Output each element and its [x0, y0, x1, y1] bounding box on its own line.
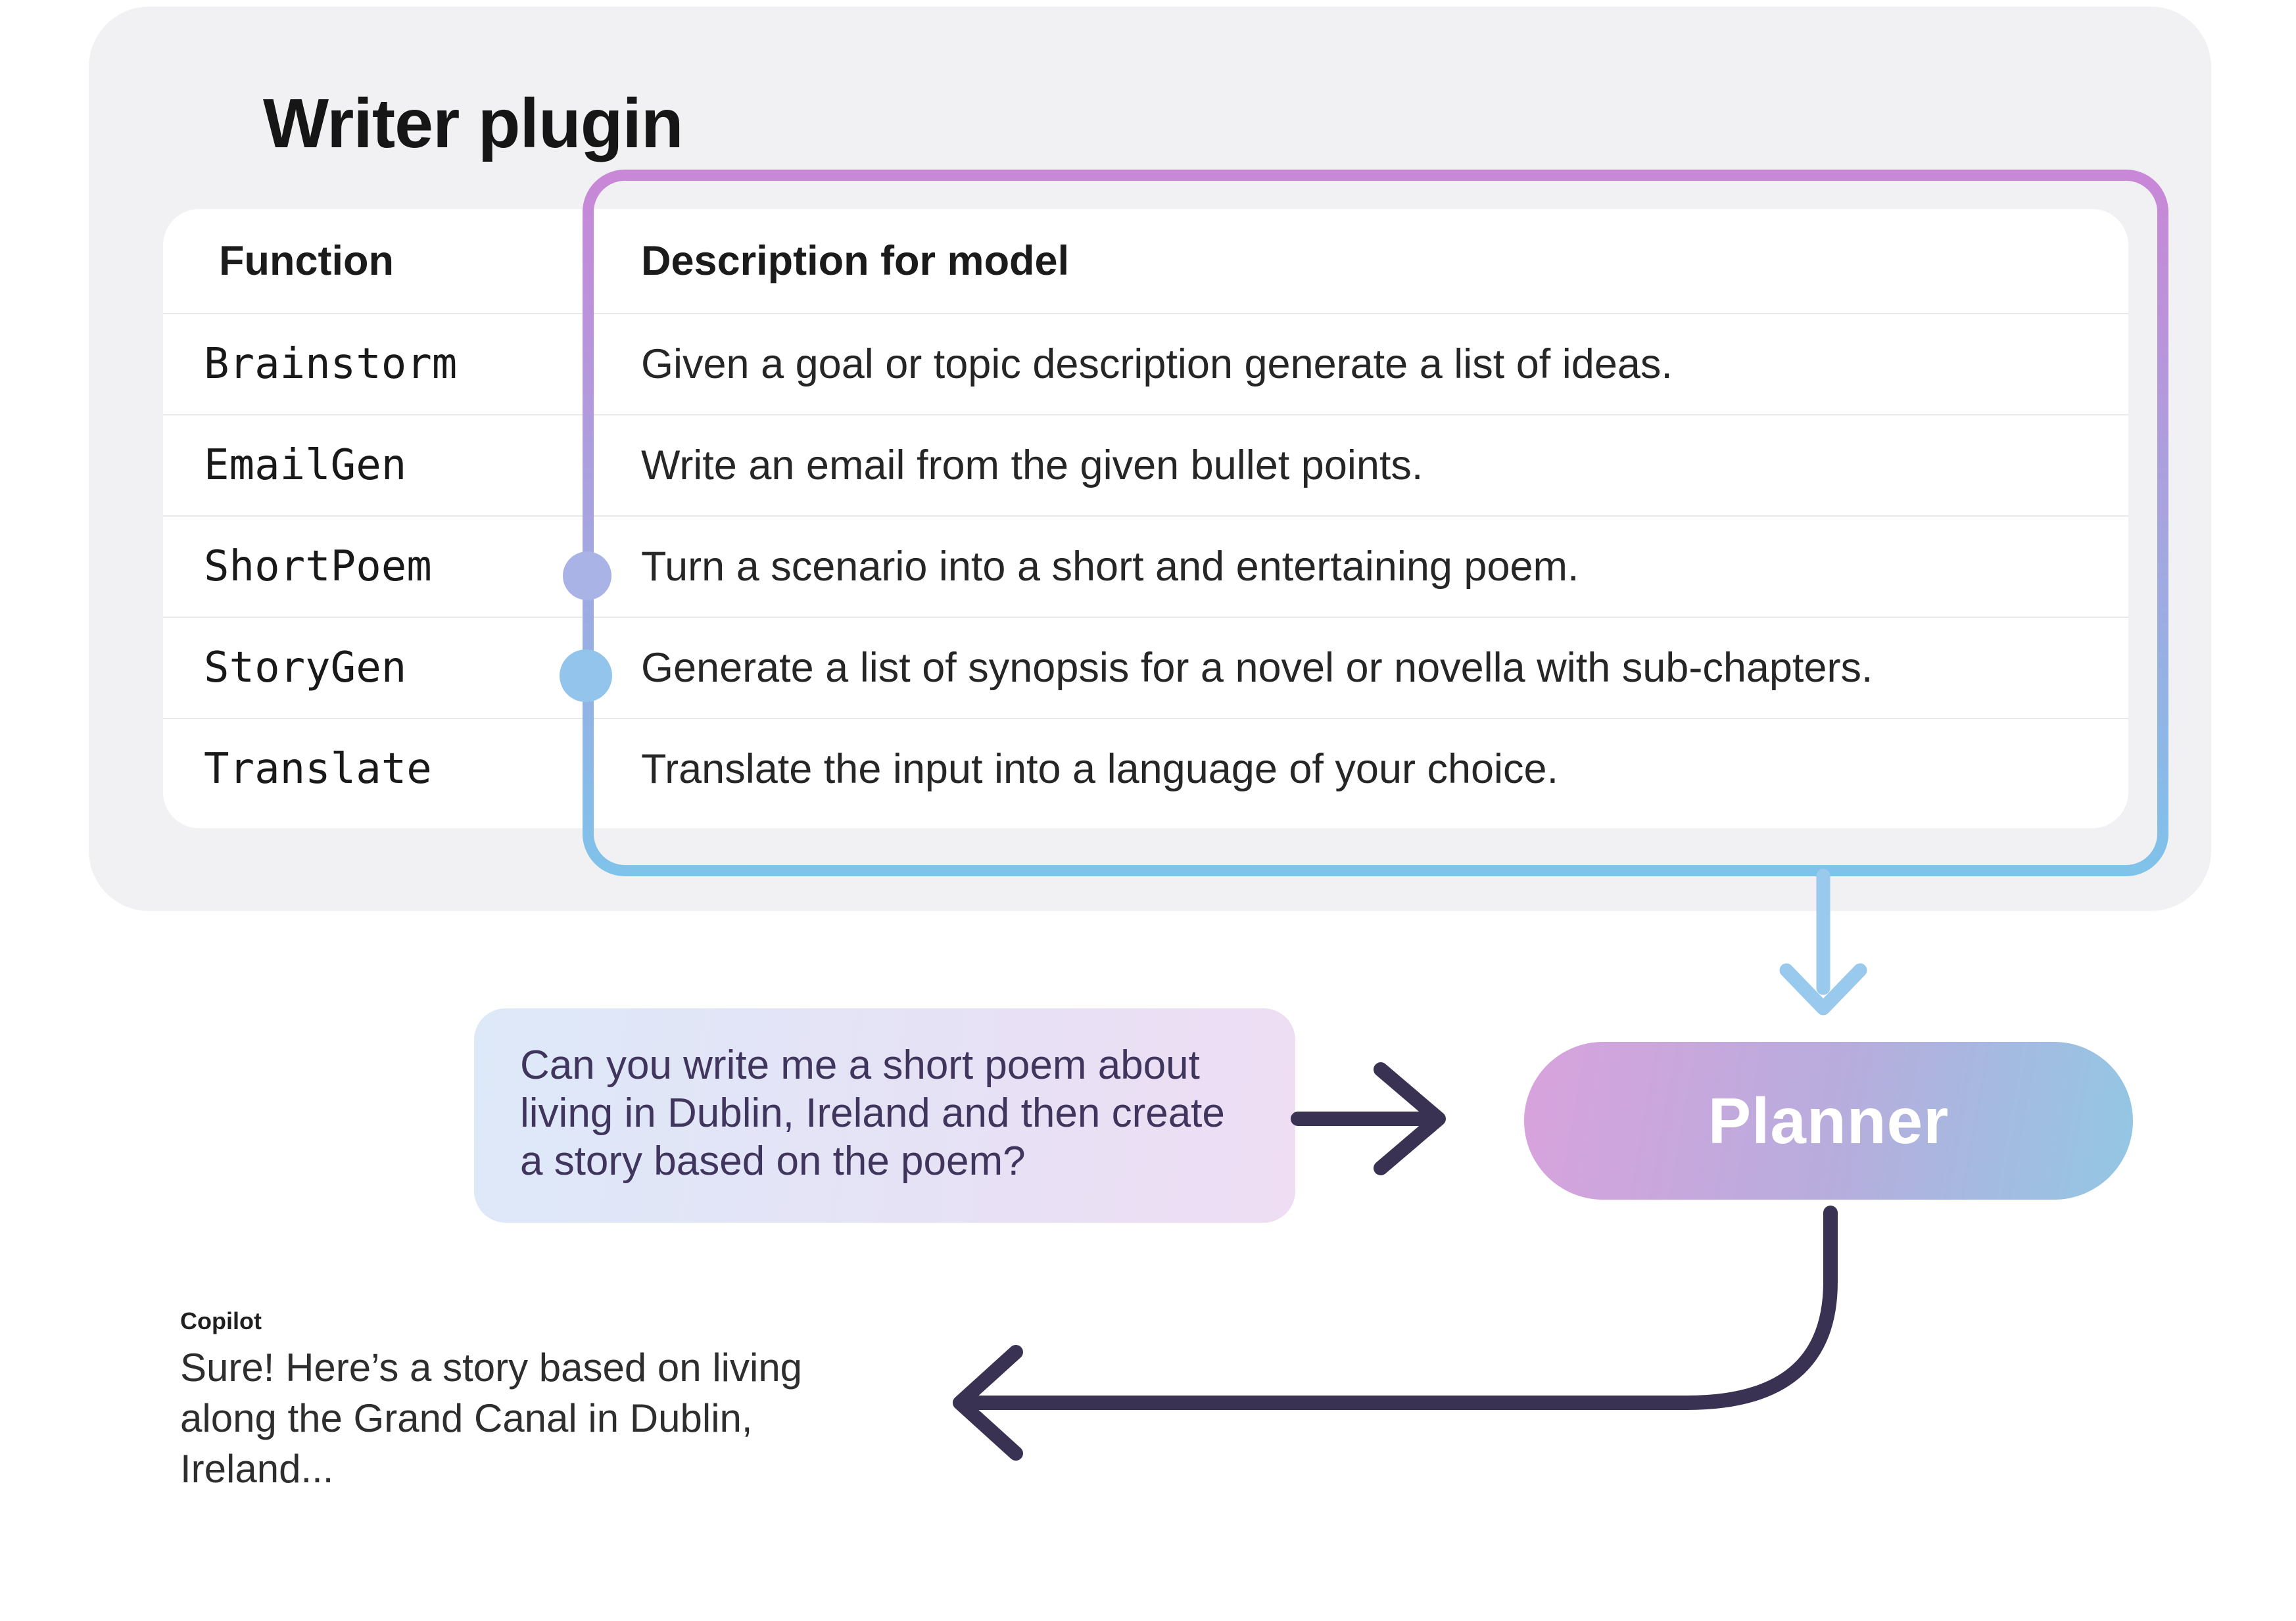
return-arrow-icon: [953, 1206, 1838, 1461]
user-message-bubble: Can you write me a short poem about livi…: [441, 978, 1336, 1253]
page-title: Writer plugin: [263, 85, 684, 162]
planner-label: Planner: [1708, 1084, 1949, 1157]
table-row: EmailGen Write an email from the given b…: [163, 415, 2128, 517]
column-header-function: Function: [219, 238, 394, 284]
copilot-message-bubble: Copilot Sure! Here’s a story based on li…: [101, 1254, 963, 1563]
table-row: Translate Translate the input into a lan…: [163, 719, 2128, 819]
table-row: ShortPoem Turn a scenario into a short a…: [163, 517, 2128, 618]
function-name-cell: EmailGen: [204, 441, 407, 490]
description-cell: Write an email from the given bullet poi…: [641, 442, 1423, 488]
description-cell: Turn a scenario into a short and enterta…: [641, 544, 1579, 590]
function-name-cell: Translate: [204, 745, 432, 793]
planner-node: Planner: [1506, 1025, 2170, 1229]
column-header-description: Description for model: [641, 238, 1070, 284]
table-row: StoryGen Generate a list of synopsis for…: [163, 618, 2128, 719]
right-arrow-icon: [1291, 1062, 1446, 1175]
copilot-message-content: Copilot Sure! Here’s a story based on li…: [135, 1282, 905, 1494]
description-cell: Given a goal or topic description genera…: [641, 341, 1673, 387]
function-name-cell: Brainstorm: [204, 340, 458, 388]
user-message-text: Can you write me a short poem about livi…: [520, 1043, 1225, 1184]
table-row: Brainstorm Given a goal or topic descrip…: [163, 314, 2128, 415]
copilot-message-text: Sure! Here’s a story based on living alo…: [180, 1346, 803, 1491]
table-header-row: Function Description for model: [163, 209, 2128, 314]
function-name-cell: StoryGen: [204, 644, 407, 692]
description-cell: Generate a list of synopsis for a novel …: [641, 645, 1873, 691]
function-name-cell: ShortPoem: [204, 542, 432, 591]
copilot-sender-label: Copilot: [180, 1307, 262, 1334]
function-table: Function Description for model Brainstor…: [163, 209, 2128, 828]
description-cell: Translate the input into a language of y…: [641, 746, 1559, 792]
